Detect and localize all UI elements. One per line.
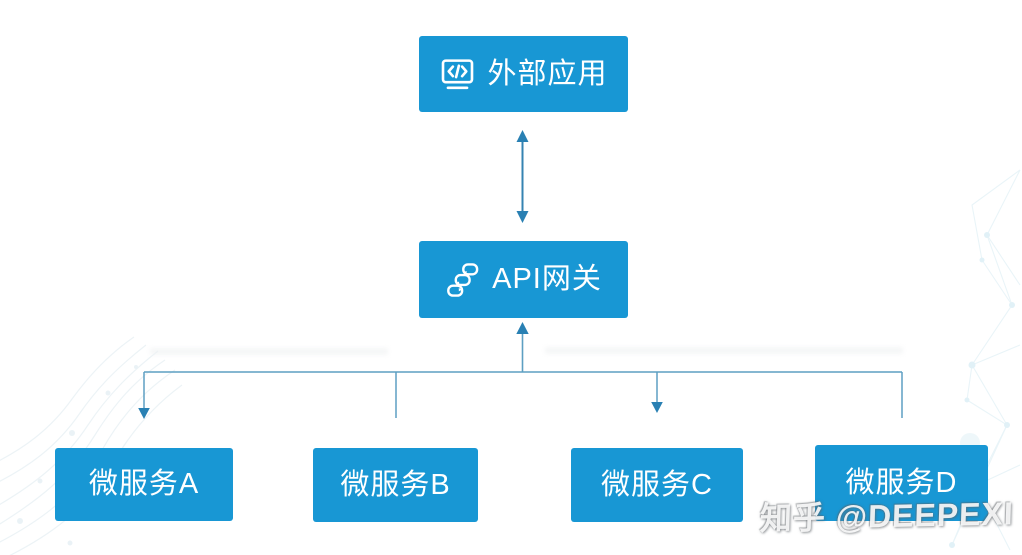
drop-service-c	[651, 372, 663, 413]
app-window-code-icon	[439, 56, 476, 93]
node-microservice-b: 微服务B	[313, 448, 478, 522]
node-api-gateway: API网关	[419, 241, 628, 318]
node-label: 外部应用	[487, 57, 608, 90]
node-microservice-c: 微服务C	[571, 448, 743, 522]
zhihu-watermark: 知乎 @DEEPEXI	[759, 495, 1015, 537]
node-microservice-d: 微服务D	[815, 445, 988, 521]
node-label: 微服务B	[340, 468, 451, 501]
node-microservice-a: 微服务A	[55, 448, 233, 521]
node-label: API网关	[492, 263, 602, 295]
node-label: 微服务D	[845, 466, 958, 499]
gateway-up-arrow	[516, 322, 529, 372]
node-external-app: 外部应用	[419, 36, 628, 112]
ghost-watermark-streak	[545, 347, 903, 354]
node-label: 微服务A	[88, 468, 200, 500]
ghost-watermark-streak	[150, 348, 388, 355]
workflow-loops-icon	[445, 262, 481, 298]
node-label: 微服务C	[601, 468, 713, 501]
drop-service-a	[138, 372, 150, 419]
bidirectional-arrow	[516, 130, 529, 223]
